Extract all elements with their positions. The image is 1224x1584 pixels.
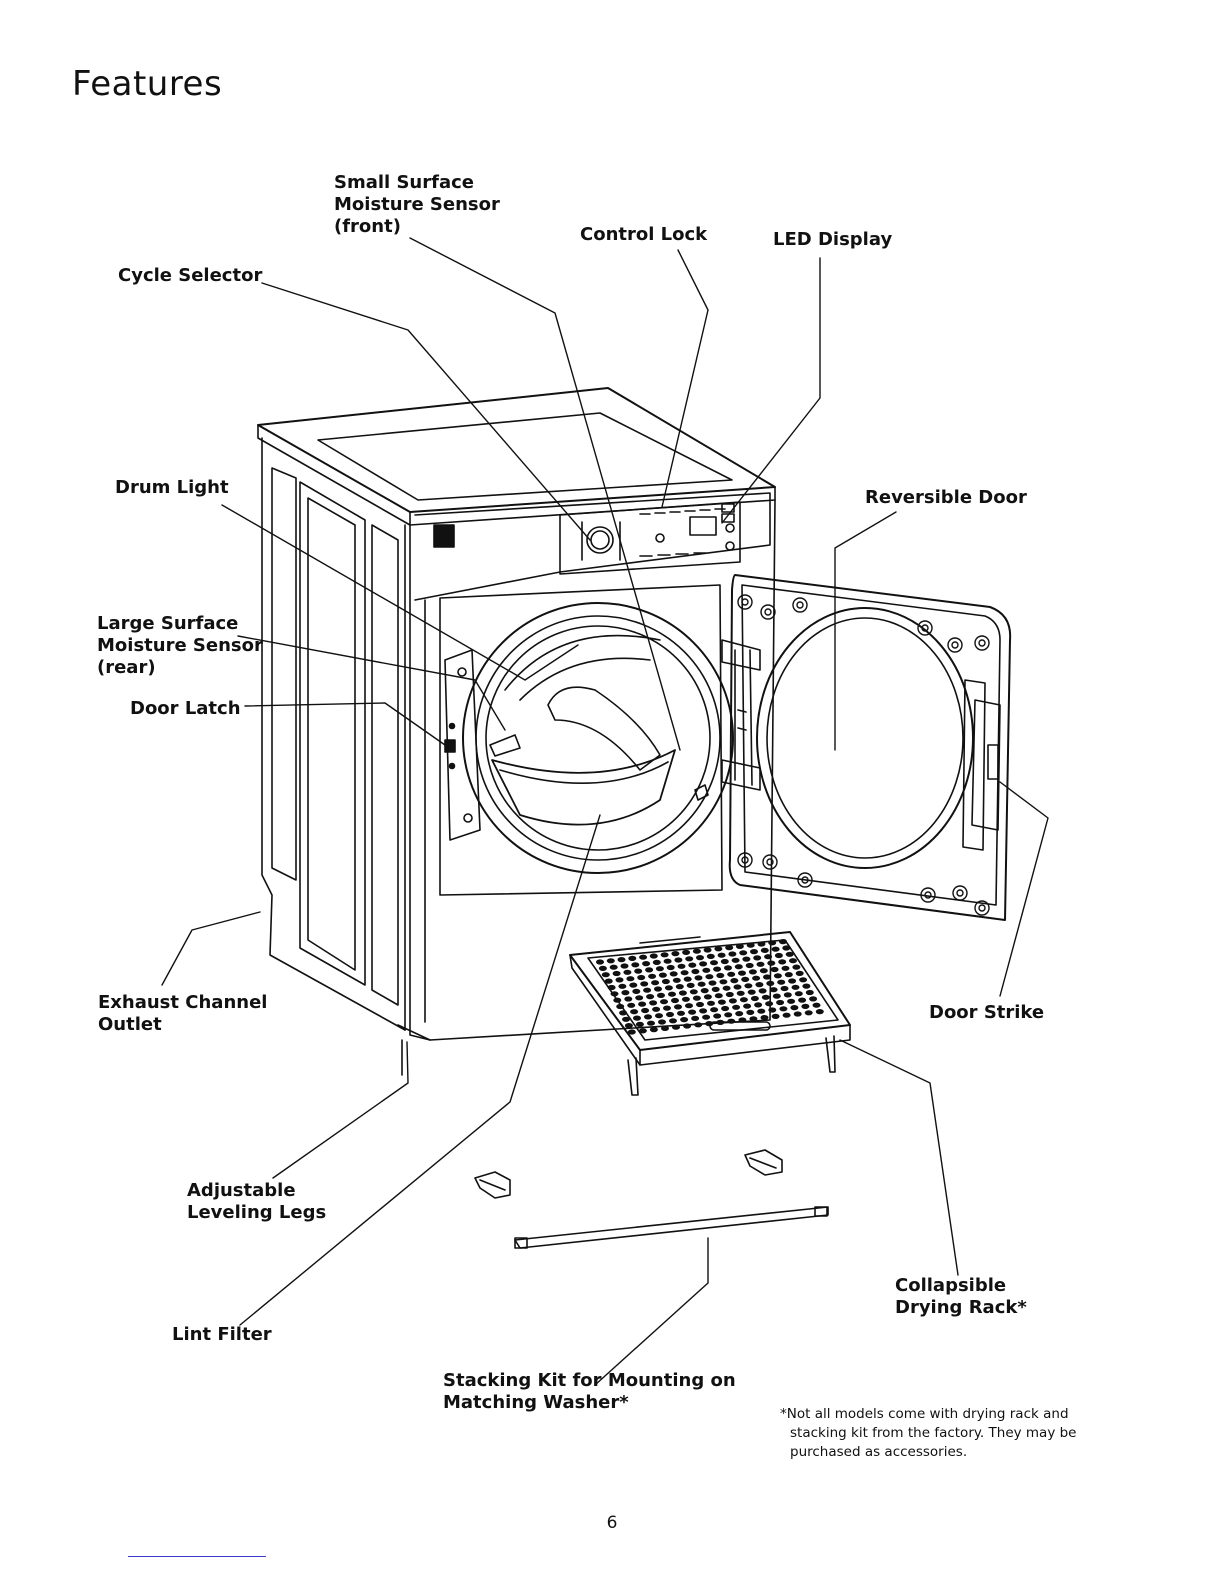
label-control-lock: Control Lock — [580, 224, 708, 245]
drying-rack — [569, 931, 851, 1096]
label-door-strike: Door Strike — [929, 1002, 1045, 1023]
label-small-surface-moisture-sensor: Small Surface Moisture Sensor (front) — [334, 172, 500, 237]
label-reversible-door: Reversible Door — [865, 487, 1027, 508]
reversible-door — [721, 574, 1012, 921]
page-title: Features — [72, 64, 223, 104]
footer-rule — [128, 1556, 266, 1557]
label-cycle-selector: Cycle Selector — [118, 265, 263, 286]
leader-lines — [161, 237, 1049, 1386]
label-door-latch: Door Latch — [130, 698, 241, 719]
footnote-line: *Not all models come with drying rack an… — [780, 1406, 1069, 1422]
label-stacking-kit: Stacking Kit for Mounting on Matching Wa… — [443, 1370, 736, 1413]
label-drum-light: Drum Light — [115, 477, 229, 498]
label-exhaust-channel-outlet: Exhaust Channel Outlet — [98, 992, 268, 1035]
rack-grid — [596, 939, 824, 1035]
stacking-kit — [474, 1149, 829, 1249]
footnote: *Not all models come with drying rack an… — [780, 1405, 1100, 1462]
page-number: 6 — [606, 1513, 618, 1533]
label-led-display: LED Display — [773, 229, 893, 250]
label-adjustable-leveling-legs: Adjustable Leveling Legs — [187, 1180, 327, 1223]
label-large-surface-moisture-sensor: Large Surface Moisture Sensor (rear) — [97, 613, 263, 678]
label-lint-filter: Lint Filter — [172, 1324, 272, 1345]
footnote-line: purchased as accessories. — [790, 1444, 968, 1460]
dryer-cabinet — [257, 387, 776, 1076]
footnote-line: stacking kit from the factory. They may … — [790, 1425, 1077, 1441]
label-collapsible-drying-rack: Collapsible Drying Rack* — [895, 1275, 1027, 1318]
